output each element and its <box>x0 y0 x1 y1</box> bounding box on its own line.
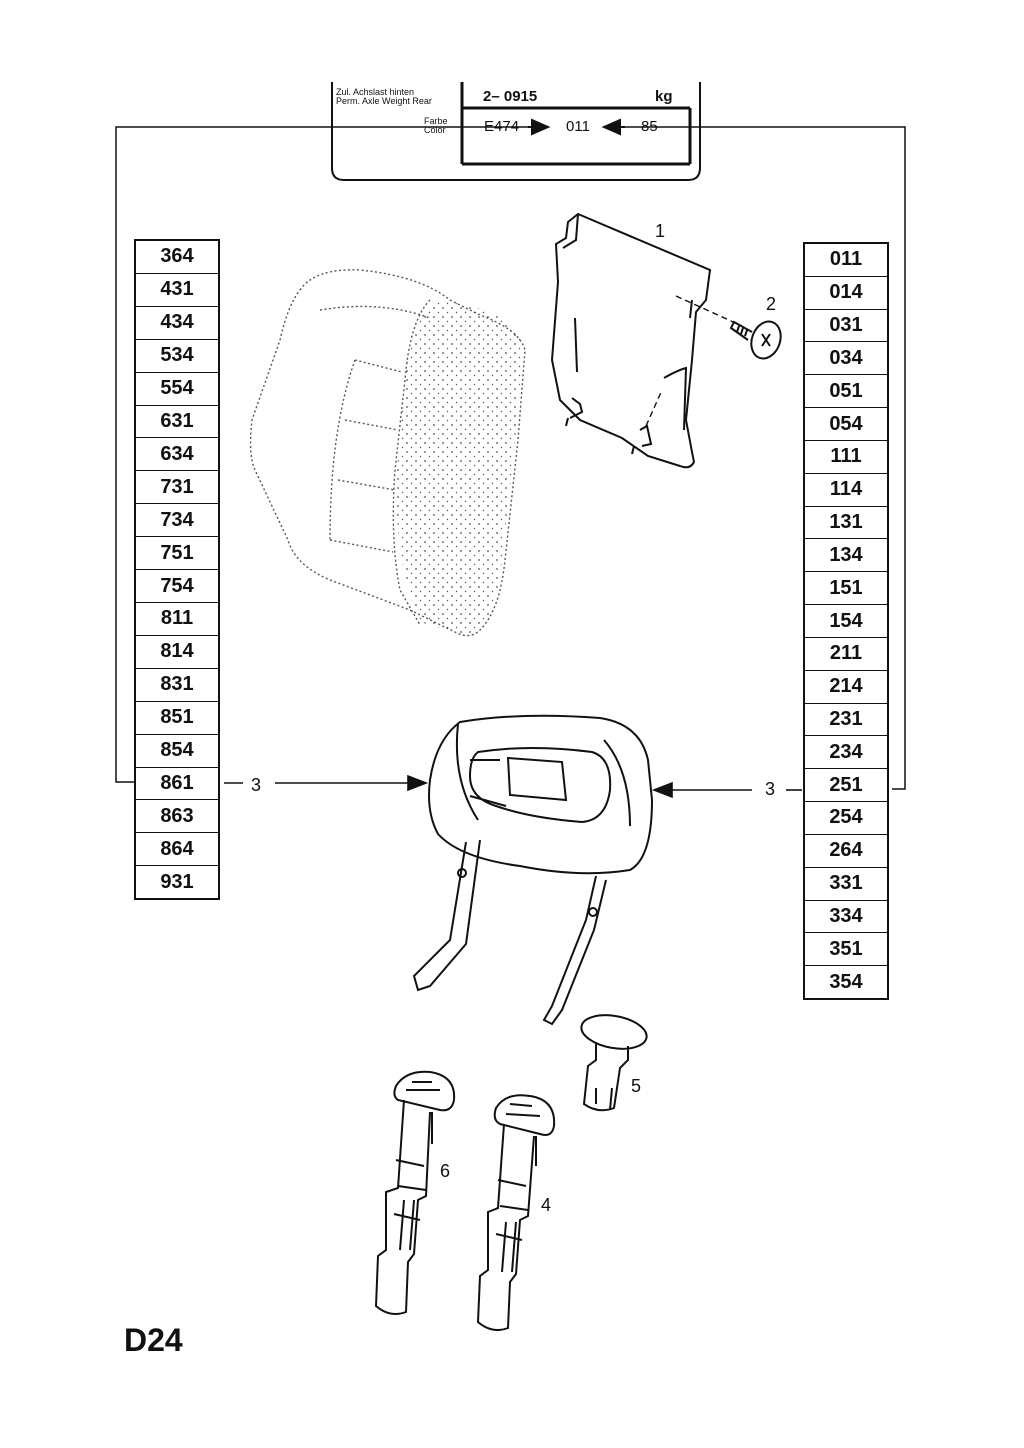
color-code-cell: 264 <box>805 835 887 868</box>
part-4-guide-sleeve <box>476 1094 556 1331</box>
color-code-cell: 351 <box>805 933 887 967</box>
color-code-cell: 031 <box>805 310 887 343</box>
color-code-left: E474 <box>484 118 520 135</box>
color-code-cell: 354 <box>829 970 863 993</box>
callout-part-2: 2 <box>766 294 777 314</box>
part-5-guide-sleeve <box>580 1014 648 1112</box>
color-code-cell: 154 <box>805 605 887 638</box>
color-code-cell: 254 <box>805 802 887 835</box>
axle-weight-value: 2– 0915 <box>483 88 538 105</box>
color-code-cell: 554 <box>136 373 218 406</box>
part-6-guide-sleeve <box>374 1070 456 1315</box>
color-code-cell: 631 <box>136 406 218 439</box>
color-code-cell: 634 <box>136 438 218 472</box>
color-code-cell: 251 <box>805 769 887 803</box>
seat-back-outline <box>249 269 526 637</box>
color-label-en: Color <box>424 125 446 135</box>
callout-part-6: 6 <box>440 1161 451 1181</box>
color-code-cell: 431 <box>136 274 218 307</box>
color-code-cell: 051 <box>805 375 887 409</box>
color-code-cell: 864 <box>136 833 218 867</box>
color-code-cell: 731 <box>136 471 218 505</box>
color-code-cell: 831 <box>136 669 218 702</box>
color-code-cell: 214 <box>805 671 887 704</box>
color-code-cell: 854 <box>136 735 218 768</box>
color-code-cell: 234 <box>805 736 887 770</box>
color-code-cell: 011 <box>805 244 887 277</box>
color-code-cell: 734 <box>136 504 218 538</box>
part-3-headrest <box>412 714 654 1026</box>
color-code-cell: 863 <box>136 800 218 834</box>
part-2-leader <box>675 295 743 327</box>
callout-part-3-right: 3 <box>765 779 776 799</box>
color-code-cell: 034 <box>805 342 887 376</box>
color-code-right: 85 <box>641 118 658 135</box>
callout-part-3-left: 3 <box>251 775 262 795</box>
part-1-cover-panel <box>550 212 712 469</box>
color-code-cell: 054 <box>805 408 887 441</box>
color-code-mid: 011 <box>566 118 590 135</box>
color-code-cell: 751 <box>136 537 218 571</box>
color-code-cell: 534 <box>136 340 218 373</box>
part-1-leader <box>645 389 663 427</box>
axle-weight-label-de: Zul. Achslast hinten <box>336 87 415 97</box>
callout-part-1: 1 <box>655 221 666 241</box>
color-code-cell: 014 <box>805 277 887 310</box>
color-code-cell: 364 <box>136 241 218 274</box>
id-plate <box>331 82 701 181</box>
callout-part-5: 5 <box>631 1076 642 1096</box>
color-code-cell: 134 <box>805 539 887 573</box>
color-code-cell: 931 <box>160 870 194 893</box>
plate-arrows <box>528 118 625 136</box>
color-code-cell: 231 <box>805 704 887 737</box>
page-code: D24 <box>124 1322 183 1358</box>
bracket-lines <box>115 126 906 790</box>
axle-weight-unit: kg <box>655 88 673 105</box>
color-code-cell: 211 <box>805 638 887 671</box>
part-3-arrows <box>224 774 802 799</box>
color-code-cell: 861 <box>136 768 218 801</box>
color-code-cell: 151 <box>805 572 887 606</box>
callout-part-4: 4 <box>541 1195 552 1215</box>
seat-back-bolster <box>396 301 523 636</box>
color-code-cell: 111 <box>805 441 887 474</box>
color-code-cell: 331 <box>805 868 887 901</box>
color-code-cell: 814 <box>136 636 218 669</box>
color-code-cell: 754 <box>136 570 218 603</box>
color-code-cell: 131 <box>805 507 887 540</box>
color-code-cell: 434 <box>136 307 218 340</box>
color-code-cell: 851 <box>136 702 218 735</box>
color-code-cell: 114 <box>805 474 887 507</box>
part-2-screw <box>729 320 782 360</box>
color-code-cell: 811 <box>136 603 218 636</box>
color-label-de: Farbe <box>424 116 448 126</box>
axle-weight-label-en: Perm. Axle Weight Rear <box>336 96 432 106</box>
color-code-cell: 334 <box>805 901 887 934</box>
